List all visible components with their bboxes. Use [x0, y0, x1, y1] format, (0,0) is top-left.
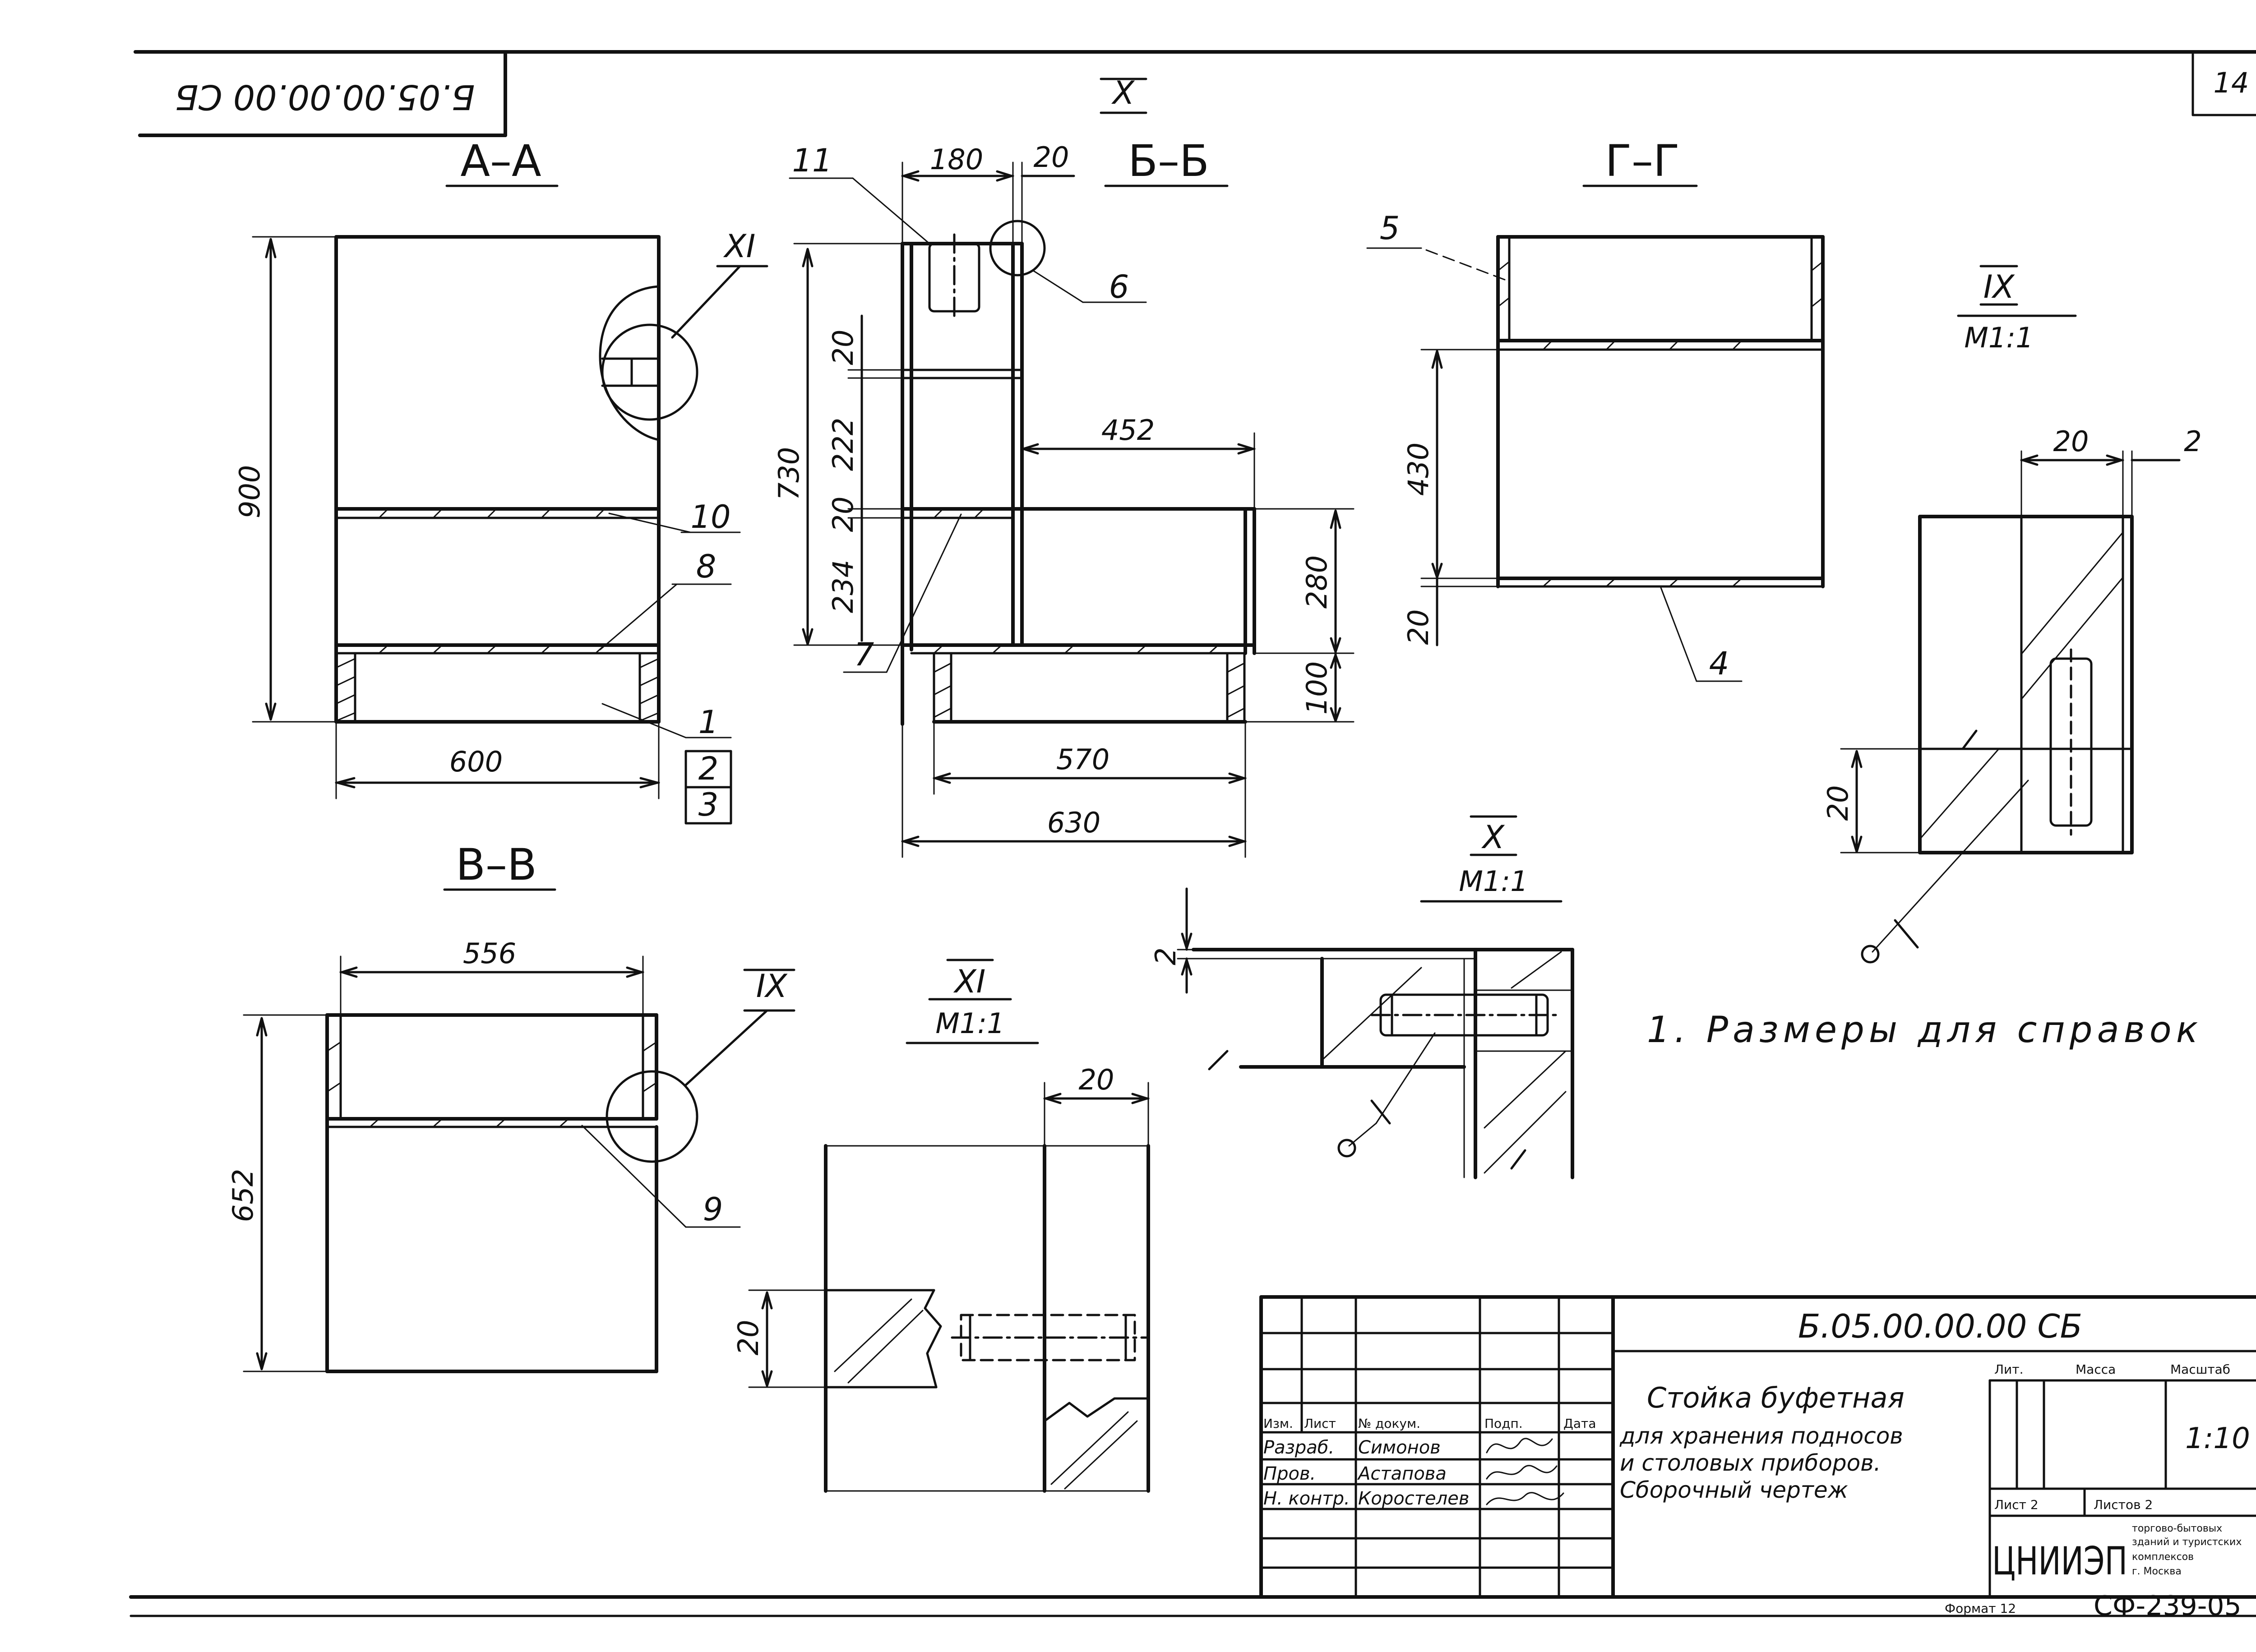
sheet-frame: [129, 50, 2256, 1617]
tb-name-line-0: Стойка буфетная: [1647, 1381, 1905, 1414]
section-aa-title: А–А: [460, 136, 541, 186]
xi-dim-20-side: 20: [732, 1320, 765, 1356]
section-gg: Г–Г 5 4 430 20: [1366, 136, 1825, 682]
ix-dim-2: 2: [2184, 425, 2201, 458]
tb-scale-value: 1:10: [2185, 1422, 2250, 1455]
section-bb: Б–Б X: [772, 74, 1355, 858]
bb-dim-280: 280: [1300, 555, 1333, 609]
callout-9: 9: [703, 1191, 723, 1228]
detail-ix-title: IX: [1983, 268, 2016, 305]
callout-6: 6: [1109, 268, 1129, 305]
section-bb-title: Б–Б: [1128, 136, 1209, 186]
bb-dim-180: 180: [930, 143, 983, 176]
bb-dim-20-top: 20: [1034, 141, 1069, 174]
vv-dim-556: 556: [463, 937, 516, 970]
tb-role-2: Н. контр.: [1263, 1488, 1350, 1509]
bb-dim-20-a: 20: [827, 330, 860, 365]
xi-dim-20-top: 20: [1079, 1063, 1114, 1096]
callout-7: 7: [854, 636, 874, 673]
tb-header-izm: Изм.: [1263, 1416, 1293, 1431]
callout-x-top: X: [1111, 74, 1135, 111]
tb-org-line-3: г. Москва: [2132, 1566, 2182, 1577]
sheet-number: 14: [2214, 66, 2249, 99]
tb-doc-code: СФ-239-05: [2094, 1590, 2242, 1622]
ix-dim-20-side: 20: [1821, 785, 1854, 821]
section-gg-title: Г–Г: [1605, 136, 1679, 186]
tb-scale-label: Масштаб: [2170, 1362, 2230, 1377]
vv-dim-652: 652: [227, 1169, 259, 1222]
tb-org-logo: ЦНИИЭП: [1992, 1539, 2127, 1584]
detail-xi-title: XI: [953, 963, 986, 1000]
note-reference: 1. Размеры для справок: [1647, 1009, 2202, 1051]
callout-8: 8: [696, 548, 717, 585]
bb-dim-234: 234: [827, 560, 860, 613]
detail-ix-scale: М1:1: [1964, 321, 2033, 354]
bb-dim-570: 570: [1056, 743, 1110, 776]
tb-name-0: Симонов: [1358, 1437, 1441, 1458]
tb-name-line-1: для хранения подносов: [1619, 1423, 1903, 1449]
tb-org-line-0: торгово-бытовых: [2132, 1523, 2222, 1534]
tb-format: Формат 12: [1945, 1601, 2016, 1616]
ix-dim-20: 20: [2053, 425, 2089, 458]
gg-dim-430: 430: [1402, 443, 1435, 496]
bb-dim-452: 452: [1101, 414, 1155, 447]
callout-10: 10: [690, 498, 730, 535]
bb-dim-20-b: 20: [827, 497, 860, 532]
sheet-number-box: 14: [2191, 53, 2256, 116]
tb-name-1: Астапова: [1357, 1463, 1447, 1484]
signature-2: [1486, 1492, 1564, 1505]
aa-dim-900: 900: [233, 465, 266, 518]
tb-role-1: Пров.: [1263, 1463, 1316, 1484]
tb-header-doc: № докум.: [1358, 1416, 1420, 1431]
tb-designation: Б.05.00.00.00 СБ: [1798, 1307, 2082, 1345]
bb-dim-730: 730: [772, 447, 805, 500]
callout-1: 1: [698, 704, 719, 741]
bb-dim-630: 630: [1047, 806, 1100, 839]
tb-org-line-1: зданий и туристских: [2132, 1537, 2242, 1548]
tb-role-0: Разраб.: [1263, 1437, 1334, 1458]
rotated-code: Б.05.00.00.00 СБ: [175, 77, 475, 117]
rotated-code-box: Б.05.00.00.00 СБ: [138, 52, 507, 137]
tb-name-line-2: и столовых приборов.: [1620, 1450, 1881, 1476]
section-vv-title: В–В: [456, 840, 537, 890]
callout-5: 5: [1380, 210, 1400, 247]
title-block: Изм. Лист № докум. Подп. Дата Разраб. Си…: [1259, 1295, 2256, 1622]
tb-sheet-label: Лист 2: [1994, 1497, 2039, 1512]
signature-1: [1486, 1465, 1558, 1480]
tb-name-2: Коростелев: [1358, 1488, 1469, 1509]
detail-xi-scale: М1:1: [935, 1007, 1004, 1040]
section-vv: В–В IX 9 556 652: [227, 840, 795, 1373]
detail-xi: XI М1:1 20 20: [732, 959, 1150, 1493]
callout-ix: IX: [756, 968, 788, 1005]
tb-name-line-3: Сборочный чертеж: [1620, 1477, 1848, 1503]
tb-header-date: Дата: [1563, 1416, 1596, 1431]
signature-0: [1486, 1438, 1553, 1454]
tb-header-sign: Подп.: [1484, 1416, 1523, 1431]
callout-xi: XI: [723, 228, 756, 265]
x-dim-2: 2: [1149, 947, 1182, 965]
aa-dim-600: 600: [449, 745, 503, 778]
bb-dim-222: 222: [827, 418, 860, 471]
section-aa: А–А: [233, 136, 768, 825]
callout-4: 4: [1709, 645, 1729, 682]
detail-x-title: X: [1481, 819, 1505, 856]
detail-x-scale: М1:1: [1459, 865, 1528, 898]
tb-header-list: Лист: [1304, 1416, 1336, 1431]
tb-lit-label: Лит.: [1994, 1362, 2023, 1377]
tb-mass-label: Масса: [2076, 1362, 2116, 1377]
gg-dim-20: 20: [1402, 609, 1435, 645]
tb-org-line-2: комплексов: [2132, 1551, 2194, 1563]
callout-11: 11: [792, 142, 832, 179]
bb-dim-100: 100: [1300, 661, 1333, 715]
detail-x: X М1:1 2: [1149, 815, 1574, 1179]
tb-sheets-label: Листов 2: [2094, 1497, 2153, 1512]
callout-3: 3: [698, 786, 719, 823]
detail-ix: IX М1:1 20 2 20: [1821, 265, 2202, 964]
callout-2: 2: [698, 750, 719, 787]
